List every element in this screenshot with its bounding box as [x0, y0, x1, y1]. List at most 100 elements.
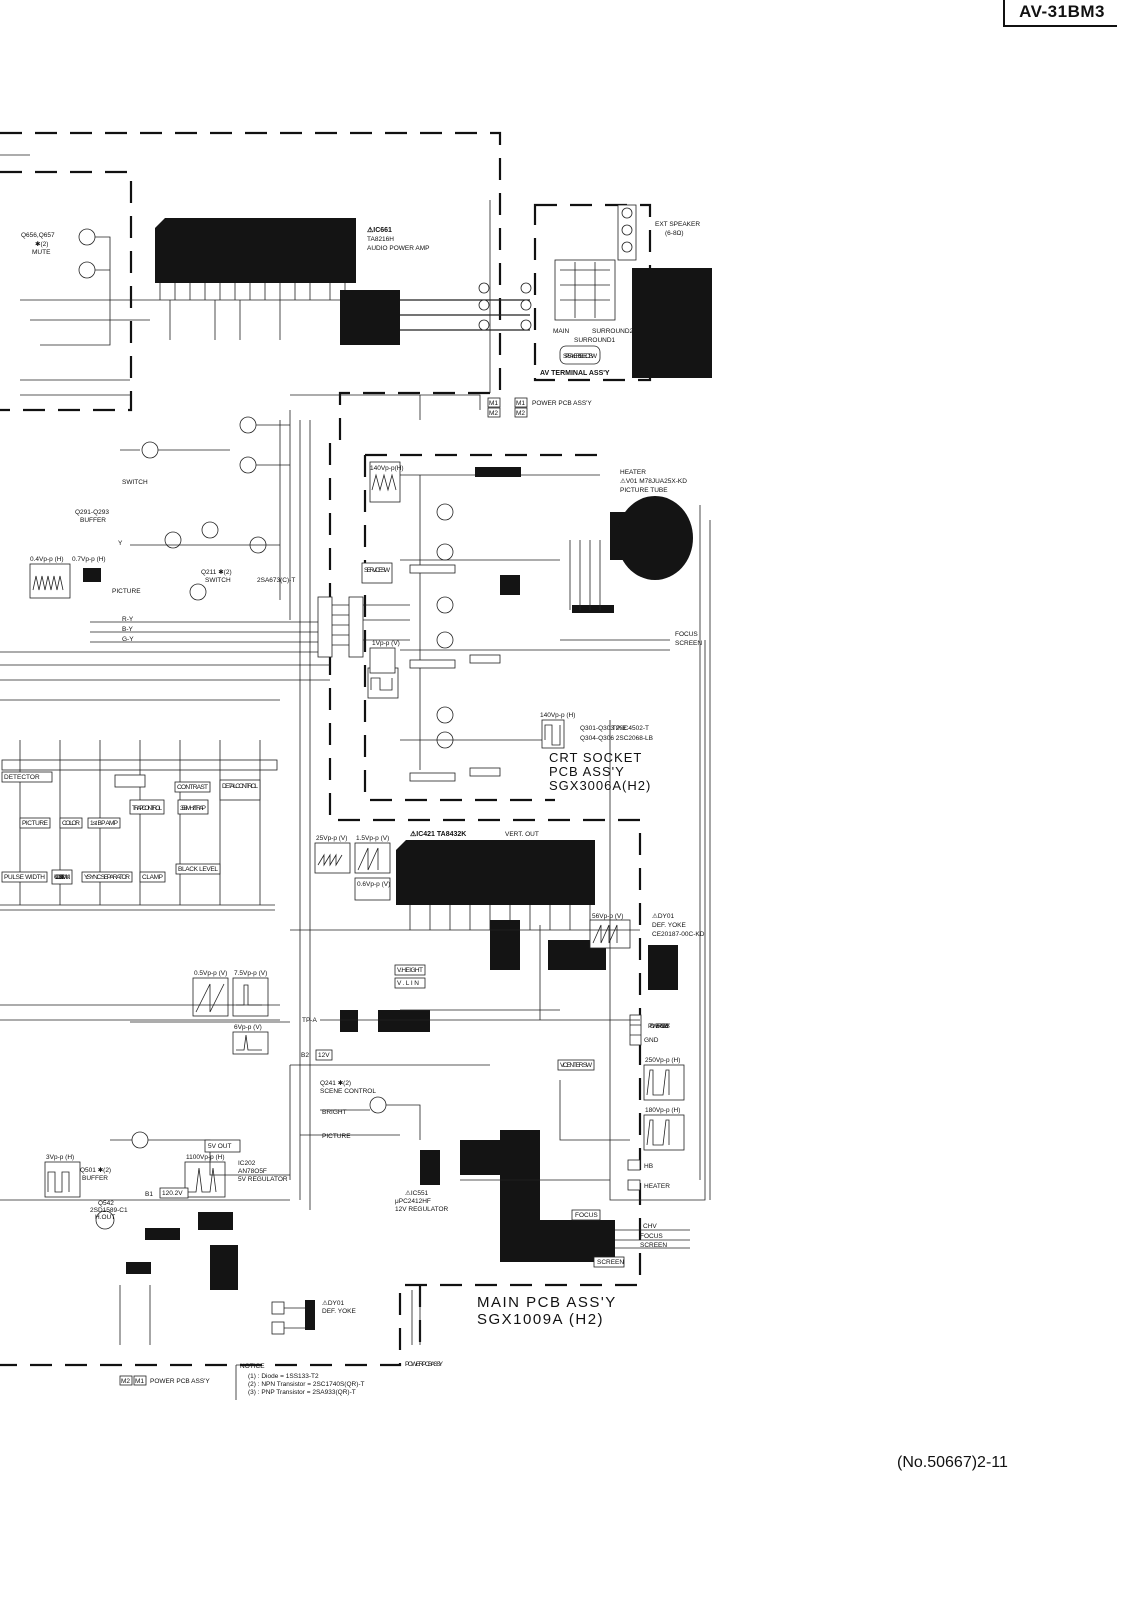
crt-wave-w3: 140Vp-p(H) [370, 465, 404, 472]
scene-control: Q241 ✱(2) SCENE CONTROL BRIGHT PICTURE 1… [289, 1010, 490, 1180]
wave-w11: 6Vp-p (V) [234, 1024, 262, 1031]
ic421-desc: VERT. OUT [505, 831, 539, 838]
interconnect-wiring [0, 154, 711, 1210]
wave-w13: 180Vp-p (H) [645, 1107, 680, 1114]
wave-w14: 3Vp-p (H) [46, 1154, 74, 1161]
mute-desc: MUTE [32, 249, 51, 256]
speaker-surround1-label: SURROUND1 [574, 337, 616, 344]
heater-label-lower: HEATER [644, 1183, 670, 1190]
gnd-label: GND [644, 1037, 659, 1044]
block-trap2: 3.58MHz TRAP [180, 805, 206, 812]
ic202-name: IC202 [238, 1160, 256, 1167]
bottom-connectors: M2 M1 POWER PCB ASS'Y POWER PCB ASS'Y [119, 1285, 444, 1386]
block-picture: PICTURE [22, 820, 49, 827]
ic202-desc: 5V REGULATOR [238, 1176, 288, 1183]
crt-socket-title-1: CRT SOCKET [549, 750, 642, 765]
signal-picture-2: PICTURE [322, 1133, 351, 1140]
power-pcb-connector-right: POWER PCB ASS'Y GND [629, 1014, 671, 1046]
m2-right: M2 [516, 410, 525, 417]
block-black-level: BLACK LEVEL [178, 866, 218, 873]
av-terminal-label: AV TERMINAL ASS'Y [540, 370, 610, 377]
wave-w9: 0.5Vp-p (V) [194, 970, 227, 977]
ic202-out: 5V OUT [208, 1143, 232, 1150]
ic201-waveform-panel: 0.4Vp-p (H) 0.7Vp-p (H) [29, 556, 106, 599]
q501-name: Q501 ✱(2) [80, 1166, 111, 1174]
service-sw-label: SERVICE SW [364, 567, 391, 574]
block-pulse-width: PULSE WIDTH [4, 874, 45, 881]
crt-wave-w4: 140Vp-p (H) [540, 712, 575, 719]
mute-transistors: Q656,Q657 ✱(2) MUTE [20, 228, 150, 396]
wave-w12: 250Vp-p (H) [645, 1057, 680, 1064]
signal-b2v: 12V [318, 1052, 330, 1059]
crt-socket-outline [363, 453, 610, 802]
av-terminal-outline [533, 203, 652, 382]
signal-v-height: V.HEIGHT [397, 967, 423, 974]
signal-r-y: R-Y [122, 616, 134, 623]
signal-b2: B2 [301, 1052, 309, 1059]
block-bp-amp: 1st BP AMP [90, 820, 118, 827]
mute-name: Q656,Q657 [21, 232, 55, 239]
power-pcb-top: POWER PCB ASS'Y [532, 400, 592, 407]
wave-w15: 1100Vp-p (H) [186, 1154, 225, 1161]
signal-v-lin: V.LIN [397, 980, 419, 987]
m1-left: M1 [489, 400, 498, 407]
q501-desc: BUFFER [82, 1175, 108, 1182]
signal-b-y: B-Y [122, 626, 134, 633]
ext-speaker-ohm: (6-8Ω) [665, 230, 684, 237]
block-clamp: CLAMP [142, 874, 163, 881]
ic201-wave-w1: 0.4Vp-p (H) [30, 556, 64, 563]
switch-q655-desc: SWITCH [122, 479, 148, 486]
speaker-terminals: EXT SPEAKER (6-8Ω) MAIN SURROUND1 SURROU… [540, 204, 700, 377]
main-pcb-line2: SGX1009A (H2) [477, 1311, 604, 1328]
scene-desc: SCENE CONTROL [320, 1088, 376, 1095]
focus-label-fbt: FOCUS [575, 1212, 598, 1219]
rgb-signal-lines: R-Y B-Y G-Y SERVICE SW [0, 562, 410, 681]
signal-bright: BRIGHT [322, 1109, 347, 1116]
crt-q301-303: Q301-Q303 2SC4502-T [580, 725, 649, 732]
speaker-select-label: SPEAKER SELECT SW [563, 353, 598, 360]
buffer-section: SWITCH Q291-Q293 BUFFER Q211 ✱(2) SWITCH… [75, 416, 295, 601]
crt-socket-title-2: PCB ASS'Y [549, 764, 625, 779]
notice-line-1: (1) : Diode = 1SS133-T2 [248, 1373, 319, 1380]
defyoke-lower-name: ⚠DY01 [322, 1299, 344, 1307]
ic661-desc: AUDIO POWER AMP [367, 245, 429, 252]
tp-e-label: TP-E [612, 725, 627, 732]
vert-wave-w7: 0.6Vp-p (V) [357, 881, 390, 888]
main-pcb-line1: MAIN PCB ASS'Y [477, 1294, 617, 1311]
screen-label-fbt: SCREEN [597, 1259, 624, 1266]
m2-bottom: M2 [121, 1378, 130, 1385]
deflection-connector: ⚠DY01 DEF. YOKE [271, 1299, 357, 1335]
m2-left: M2 [489, 410, 498, 417]
focus-label-crt: FOCUS [675, 631, 698, 638]
h-out-section: Q542 2SD1589-C1 H.OUT Q501 ✱(2) BUFFER 5… [0, 1131, 290, 1290]
model-number: AV-31BM3 [1003, 0, 1117, 27]
notice-line-3: (3) : PNP Transistor = 2SA933(QR)-T [248, 1389, 356, 1396]
scene-name: Q241 ✱(2) [320, 1079, 351, 1087]
m1-bottom: M1 [135, 1378, 144, 1385]
signal-g-y: G-Y [122, 636, 134, 643]
vert-wave-w5: 25Vp-p (V) [316, 835, 347, 842]
ext-speaker-label: EXT SPEAKER [655, 221, 700, 228]
block-detector: DETECTOR [4, 774, 40, 781]
power-pcb-bottom: POWER PCB ASS'Y [150, 1378, 210, 1385]
ic551-name: ⚠IC551 [405, 1189, 429, 1197]
ic202-part: AN78O5F [238, 1168, 267, 1175]
block-contrast: CONTRAST [177, 784, 208, 791]
crt-tube-ref: ⚠V01 M78JUA25X-KD [620, 477, 687, 485]
block-detail: DETAIL CONTROL [222, 783, 258, 790]
crt-heater: HEATER [620, 469, 646, 476]
ic201-blocks: DETECTOR DETAIL CONTROL CONTRAST PICTURE… [0, 740, 278, 906]
focus-label-out: FOCUS [640, 1233, 663, 1240]
defyoke-desc: DEF. YOKE [652, 922, 687, 929]
v-center-label: V.CENTER SW [560, 1062, 593, 1069]
wave-w10: 7.5Vp-p (V) [234, 970, 267, 977]
hb-label: HB [644, 1163, 653, 1170]
signal-picture: PICTURE [112, 588, 141, 595]
switch-q211-desc: SWITCH [205, 577, 231, 584]
ic551-desc: 12V REGULATOR [395, 1206, 449, 1213]
defyoke-part: CE20187-00C-KD [652, 931, 705, 938]
ic551-regulator: ⚠IC551 μPC2412HF 12V REGULATOR FOCUS SCR… [395, 1059, 690, 1268]
crt-tube-desc: PICTURE TUBE [620, 487, 668, 494]
signal-b1v: 120.2V [162, 1190, 183, 1197]
